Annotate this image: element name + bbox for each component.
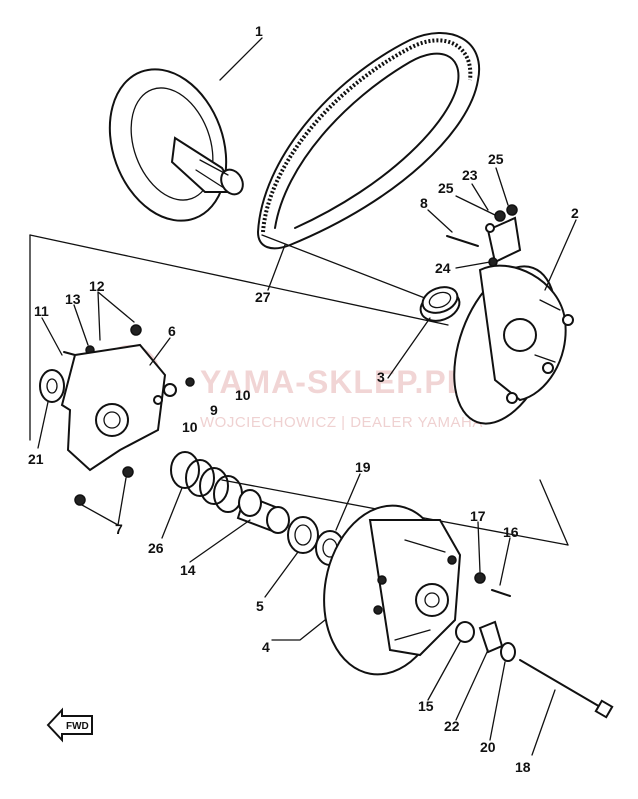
watermark-dealer: WOJCIECHOWICZ | DEALER YAMAHA <box>200 414 483 431</box>
nut-part-7a <box>74 494 86 506</box>
callout-labels: 1 27 25 23 25 8 2 24 3 12 13 11 6 9 10 1… <box>28 23 579 775</box>
callout-10-lower: 10 <box>182 419 198 435</box>
watermark-brand: YAMA-SKLEP.PL <box>200 364 467 400</box>
callout-17: 17 <box>470 508 486 524</box>
callout-13: 13 <box>65 291 81 307</box>
callout-11: 11 <box>34 303 49 319</box>
callout-7: 7 <box>115 521 123 537</box>
callout-6: 6 <box>168 323 176 339</box>
callout-20: 20 <box>480 739 496 755</box>
callout-16: 16 <box>503 524 519 540</box>
sliding-sheave-part <box>453 264 574 425</box>
callout-19: 19 <box>355 459 371 475</box>
oil-seal-part <box>419 286 461 322</box>
callout-25-top: 25 <box>488 151 504 167</box>
bolt-part-18 <box>519 659 603 709</box>
pin-part-8 <box>446 235 479 247</box>
callout-10-right: 10 <box>235 387 251 403</box>
spider-part <box>60 343 195 506</box>
right-hardware <box>455 572 614 719</box>
spring-part <box>170 451 243 513</box>
washer-part-20 <box>500 642 516 662</box>
nut-part-17 <box>474 572 486 584</box>
callout-25-left: 25 <box>438 180 454 196</box>
callout-12: 12 <box>89 278 105 294</box>
callout-8: 8 <box>420 195 428 211</box>
sheave-drum-part <box>323 504 462 676</box>
washer-part-10a <box>185 377 195 387</box>
fixed-sheave-part <box>108 68 244 222</box>
callout-21: 21 <box>28 451 44 467</box>
callout-24: 24 <box>435 260 451 276</box>
washer-part-15 <box>455 621 475 643</box>
washer-part-21 <box>39 369 65 403</box>
callout-14: 14 <box>180 562 196 578</box>
nut-part-7b <box>122 466 134 478</box>
bracket-assembly <box>446 204 522 267</box>
fwd-label: FWD <box>66 721 89 732</box>
collar-part <box>236 489 290 534</box>
roller-part-9 <box>163 383 177 397</box>
callout-3: 3 <box>377 369 385 385</box>
callout-27: 27 <box>255 289 271 305</box>
callout-2: 2 <box>571 205 579 221</box>
bolt-part-16 <box>491 589 511 597</box>
callout-9: 9 <box>210 402 218 418</box>
plate-part-22 <box>478 620 504 654</box>
callout-4: 4 <box>262 639 270 655</box>
callout-26: 26 <box>148 540 164 556</box>
washer-part-10b <box>153 395 163 405</box>
watermark: YAMA-SKLEP.PL WOJCIECHOWICZ | DEALER YAM… <box>100 345 483 431</box>
callout-5: 5 <box>256 598 264 614</box>
fwd-arrow-icon <box>46 707 93 743</box>
washer-part-23 <box>485 223 495 233</box>
bushing-part-5 <box>287 516 319 554</box>
nut-part-25a <box>494 210 506 222</box>
nut-part-12 <box>130 324 142 336</box>
forward-direction-marker: FWD <box>46 707 93 743</box>
callout-18: 18 <box>515 759 531 775</box>
callout-23: 23 <box>462 167 478 183</box>
callout-15: 15 <box>418 698 434 714</box>
callout-1: 1 <box>255 23 263 39</box>
nut-part-25b <box>506 204 518 216</box>
v-belt-part <box>257 32 481 250</box>
leader-lines <box>37 37 577 756</box>
callout-22: 22 <box>444 718 460 734</box>
